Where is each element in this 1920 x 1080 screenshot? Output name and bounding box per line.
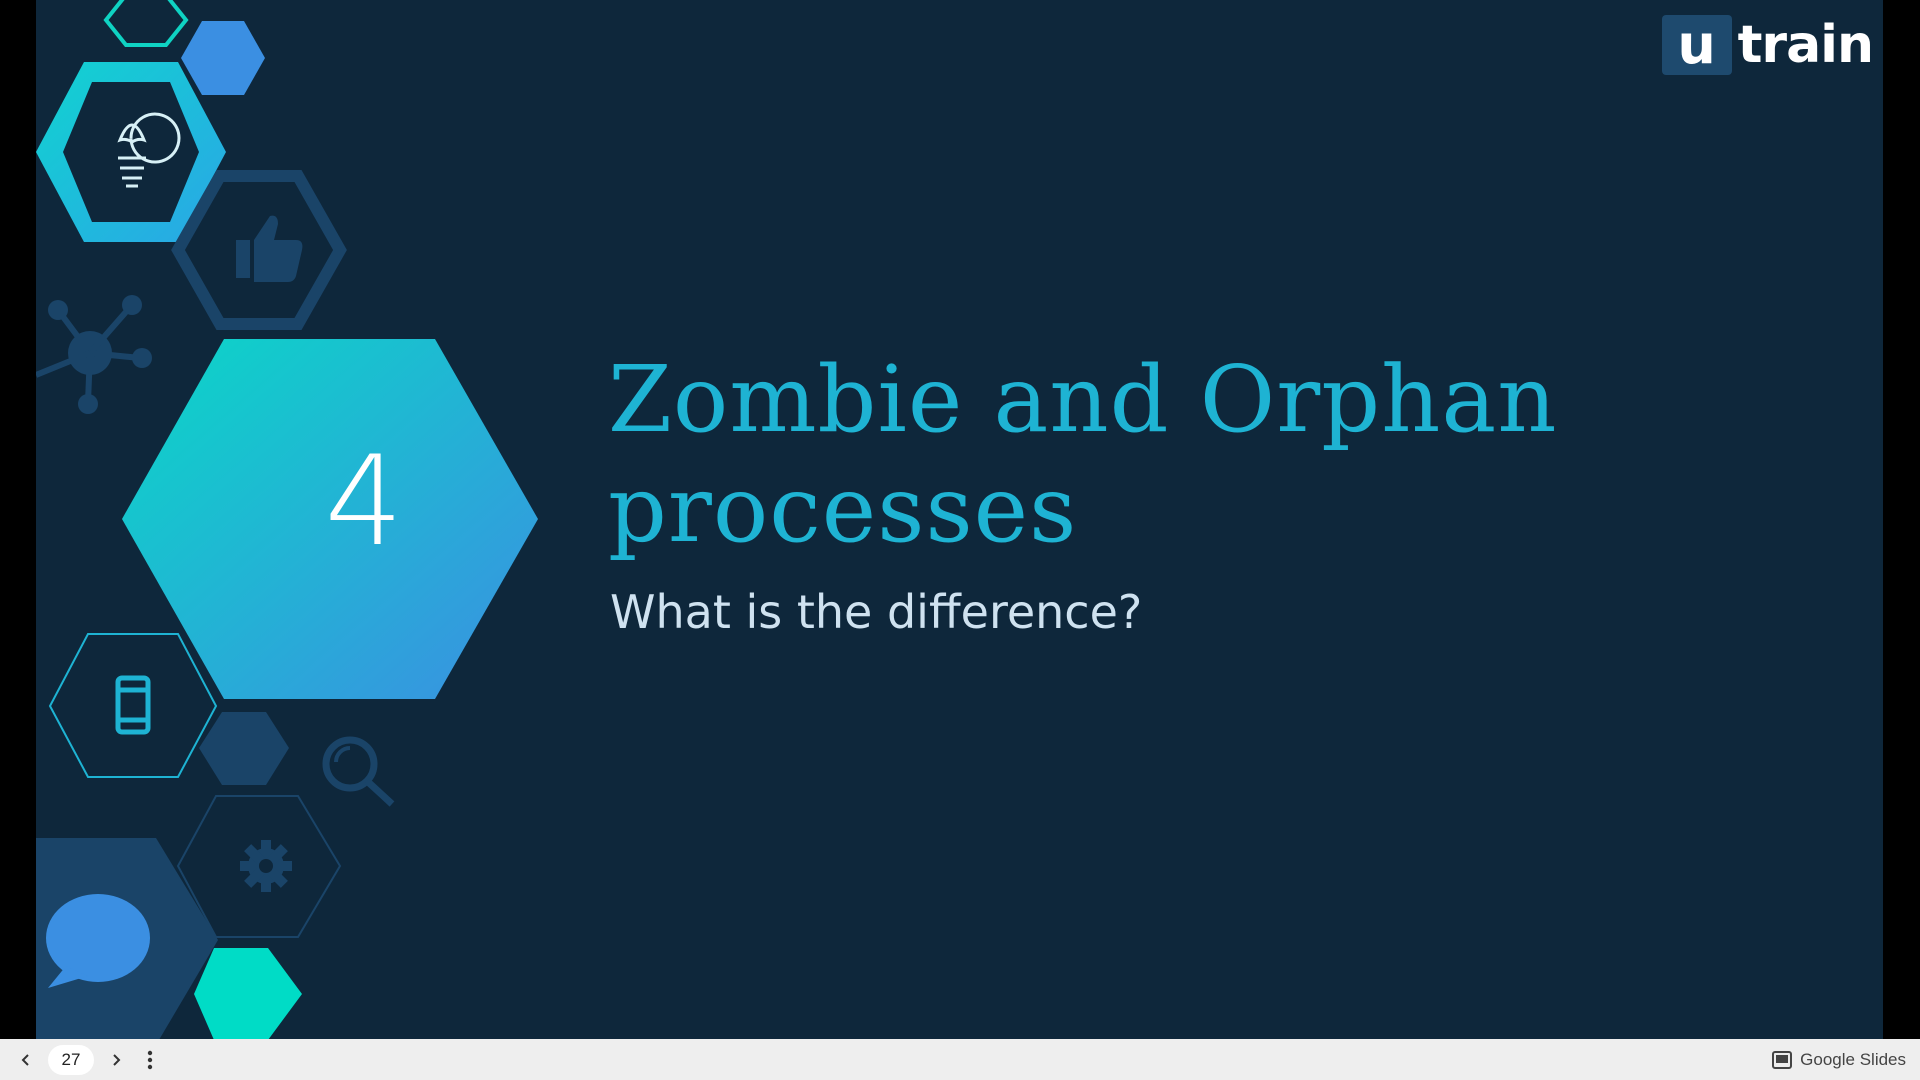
- slide-subtitle: What is the difference?: [610, 585, 1143, 639]
- previous-slide-button[interactable]: [12, 1046, 40, 1074]
- section-hex: [122, 339, 538, 699]
- chat-bubble-icon: [46, 894, 150, 988]
- slide: u train 4 Zombie and Orphan processes Wh…: [36, 0, 1883, 1039]
- thumbs-up-hex: [171, 170, 347, 330]
- brand-label: Google Slides: [1800, 1049, 1906, 1069]
- slide-title: Zombie and Orphan processes: [608, 345, 1708, 565]
- slides-toolbar: 27 Google Slides: [0, 1039, 1920, 1080]
- lightbulb-hex: [36, 62, 226, 242]
- logo-mark: u: [1661, 15, 1732, 75]
- slides-icon: [1772, 1050, 1793, 1069]
- thumbs-up-icon: [236, 215, 303, 282]
- magnifier-icon: [322, 736, 395, 807]
- logo-word: train: [1737, 15, 1874, 75]
- smartphone-hex: [48, 633, 218, 778]
- title-line-1: Zombie and Orphan: [608, 346, 1558, 453]
- gear-hex: [176, 795, 342, 938]
- more-options-button[interactable]: [136, 1046, 164, 1074]
- hexagon-decoration: [36, 0, 538, 1039]
- google-slides-link[interactable]: Google Slides: [1772, 1039, 1906, 1080]
- page-number[interactable]: 27: [48, 1044, 94, 1075]
- chevron-left-icon: [21, 1053, 29, 1066]
- network-icon: [36, 295, 152, 414]
- next-slide-button[interactable]: [102, 1046, 130, 1074]
- title-line-2: processes: [608, 456, 1078, 563]
- utrain-logo: u train: [1661, 15, 1874, 75]
- lightbulb-icon: [117, 112, 181, 188]
- smartphone-icon: [115, 675, 151, 735]
- more-vert-icon: [147, 1050, 153, 1069]
- chat-hex: [36, 838, 218, 1039]
- gear-icon: [240, 840, 292, 892]
- chevron-right-icon: [113, 1053, 121, 1066]
- section-number: 4: [324, 430, 404, 574]
